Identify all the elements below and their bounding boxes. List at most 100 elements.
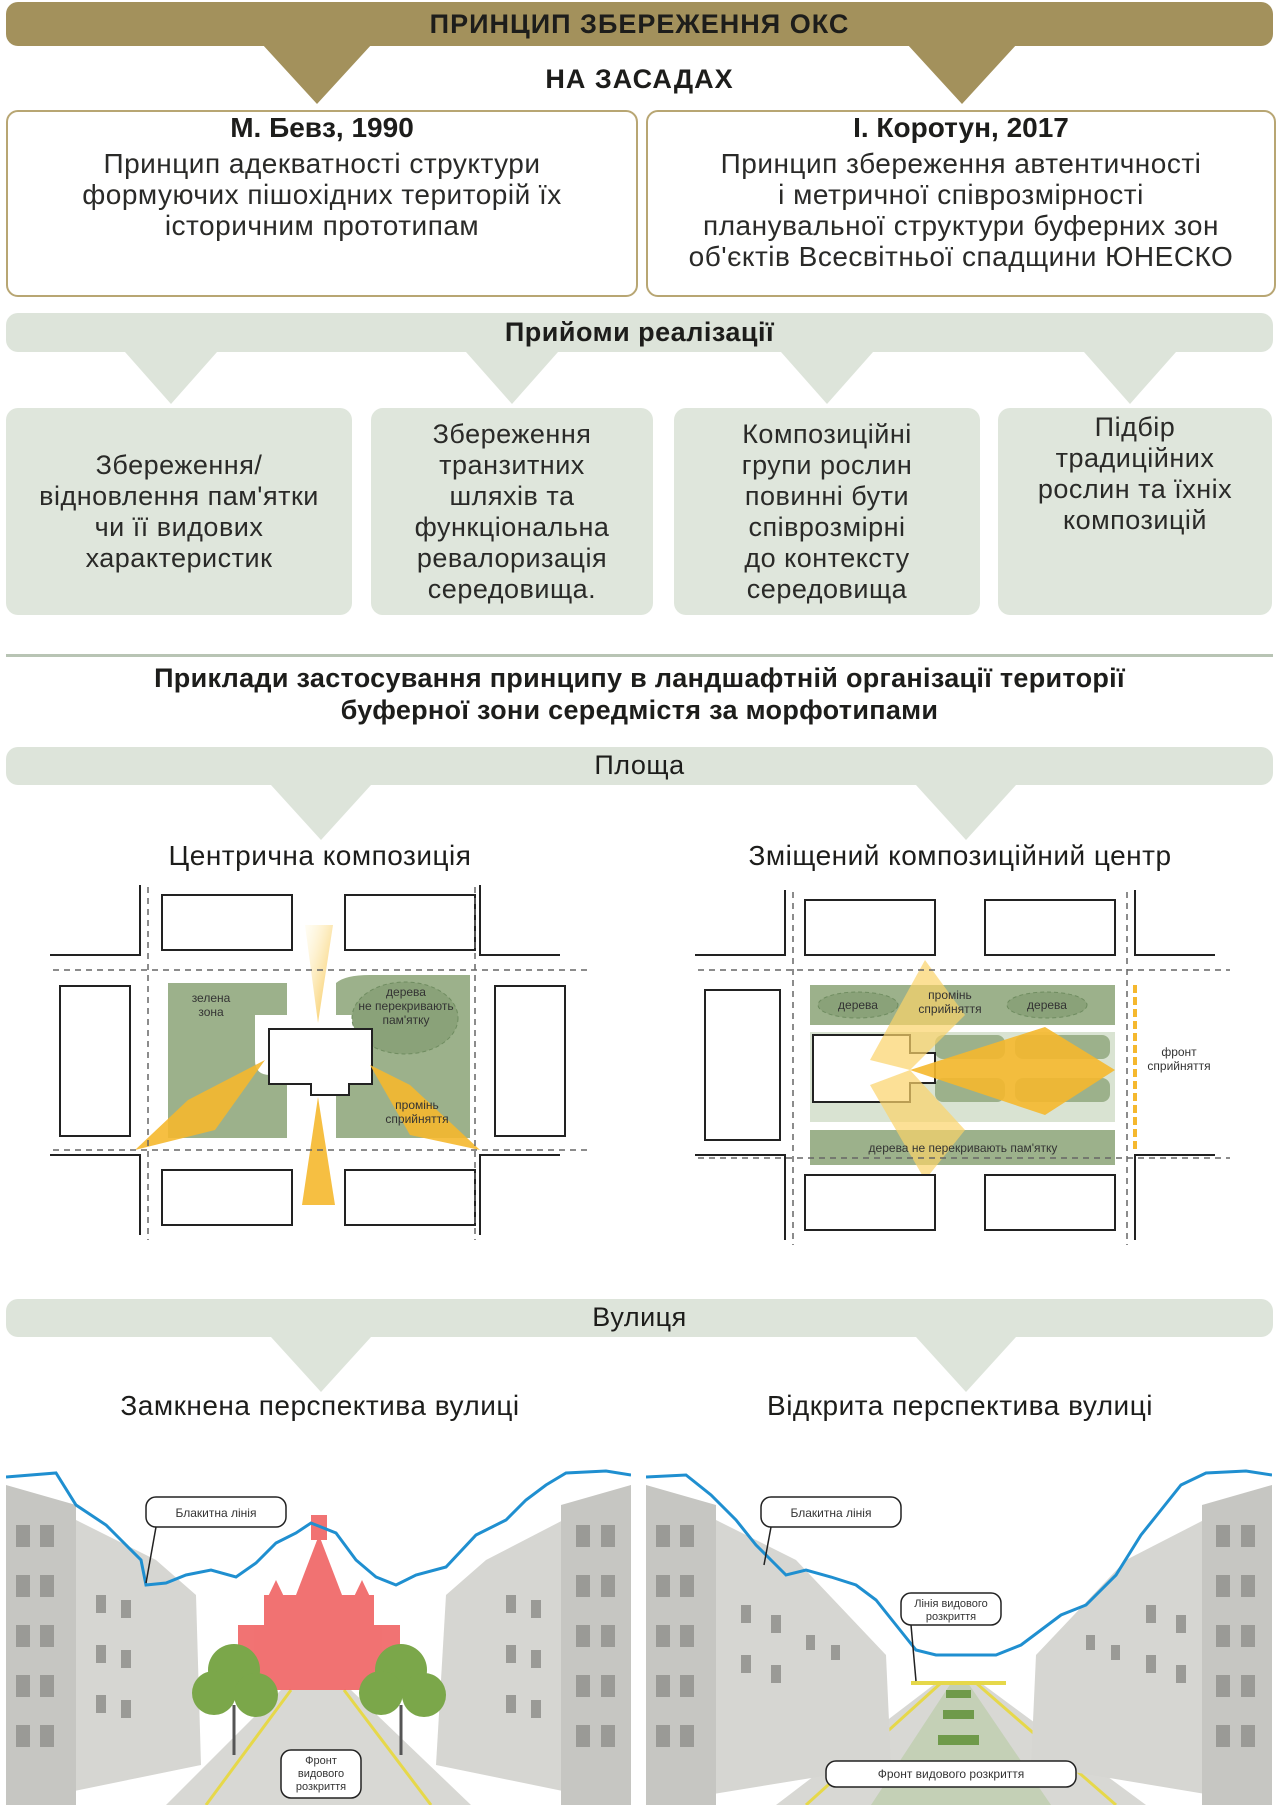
front-label: сприйняття [1147, 1059, 1210, 1073]
building [984, 1174, 1116, 1231]
method-line: середовища. [427, 573, 597, 604]
source-text-line: формуючих пішохідних територій їх [82, 179, 562, 210]
method-line: характеристик [85, 542, 273, 573]
page-title: ПРИНЦИП ЗБЕРЕЖЕННЯ ОКС [429, 9, 850, 39]
offset-title: Зміщений композиційний центр [748, 840, 1172, 871]
method-card: Композиційні групи рослин повинні бути с… [674, 408, 980, 615]
source-bevz: М. Бевз, 1990 Принцип адекватності струк… [6, 112, 638, 241]
trees-area [351, 981, 459, 1055]
examples-title-line: буферної зони середмістя за морфотипами [340, 695, 939, 725]
source-text-line: Принцип збереження автентичності [720, 148, 1202, 179]
method-line: чи її видових [94, 511, 264, 542]
ray-label: промінь [395, 1098, 439, 1112]
perception-ray [870, 960, 965, 1070]
square-label: Площа [594, 750, 685, 780]
examples-title: Приклади застосування принципу в ландшаф… [0, 662, 1279, 726]
trees-label: дерева [838, 998, 878, 1012]
method-line: традиційних [1055, 443, 1215, 473]
method-line: середовища [746, 573, 908, 604]
blue-line-label: Блакитна лінія [791, 1506, 872, 1520]
perception-ray [910, 1027, 1115, 1115]
source-korotun: І. Коротун, 2017 Принцип збереження авте… [646, 112, 1276, 272]
street-arrows [271, 1337, 1016, 1392]
method-line: повинні бути [744, 480, 910, 511]
green-band [810, 1130, 1115, 1165]
methods-arrows [125, 352, 1176, 404]
green-zone-label: зона [198, 1005, 224, 1019]
arrow-down-icon [781, 352, 873, 404]
street-bar [6, 1299, 1273, 1337]
method-line: до контексту [744, 542, 910, 573]
arrow-down-icon [1084, 352, 1176, 404]
building [984, 899, 1116, 956]
ray-label: сприйняття [385, 1112, 448, 1126]
trees-label: дерева [386, 985, 426, 999]
method-line: композицій [1062, 505, 1208, 535]
perception-ray [302, 1097, 335, 1205]
header-arrows [262, 44, 1017, 104]
header-bar [6, 2, 1273, 46]
source-author: І. Коротун, 2017 [853, 112, 1069, 143]
view-line-label: розкриття [926, 1611, 976, 1623]
source-box-bevz [6, 110, 638, 297]
trees-label: дерева [1027, 998, 1067, 1012]
source-author: М. Бевз, 1990 [230, 112, 414, 143]
building [161, 1169, 293, 1226]
front-label: видового [298, 1768, 344, 1780]
building [161, 894, 293, 951]
method-line: групи рослин [741, 449, 913, 480]
methods-bar [6, 313, 1273, 352]
source-text-line: Принцип адекватності структури [103, 148, 541, 179]
building [344, 1169, 476, 1226]
method-line: Збереження [432, 418, 592, 449]
building [344, 894, 476, 951]
methods-title: Прийоми реалізації [504, 317, 775, 347]
square-bar [6, 747, 1273, 785]
monument-icon [268, 1028, 373, 1096]
building [804, 1174, 936, 1231]
front-callout [825, 1760, 1077, 1788]
method-card: Підбір традиційних рослин та їхніх компо… [998, 408, 1272, 615]
blue-line-callout [145, 1496, 287, 1528]
perception-ray [870, 1070, 965, 1180]
centric-title: Центрична композиція [168, 840, 472, 871]
source-text-line: історичним прототипам [164, 210, 480, 241]
section-divider [6, 654, 1273, 657]
source-box-korotun [646, 110, 1276, 297]
header-subtitle: НА ЗАСАДАХ [545, 64, 734, 94]
perception-ray [135, 1060, 265, 1150]
building [494, 985, 566, 1137]
arrow-down-icon [271, 1337, 371, 1392]
method-line: Підбір [1094, 412, 1176, 442]
method-line: функціональна [414, 511, 610, 542]
trees-band-label: дерева не перекривають пам'ятку [869, 1141, 1058, 1155]
front-label: Фронт видового розкриття [878, 1767, 1025, 1781]
examples-title-line: Приклади застосування принципу в ландшаф… [154, 663, 1125, 693]
open-perspective-title: Відкрита перспектива вулиці [767, 1390, 1153, 1421]
method-line: шляхів та [449, 480, 575, 511]
arrow-down-icon [125, 352, 217, 404]
perception-ray [305, 925, 333, 1023]
method-card: Збереження/ відновлення пам'ятки чи її в… [6, 408, 352, 615]
arrow-down-icon [916, 785, 1016, 840]
arrow-down-icon [271, 785, 371, 840]
arrow-down-icon [466, 352, 558, 404]
view-line-callout [900, 1592, 1002, 1626]
front-label: Фронт [305, 1755, 337, 1767]
trees-label: не перекривають [358, 999, 453, 1013]
blue-line-callout [760, 1496, 902, 1528]
perception-ray [370, 1065, 480, 1150]
street-label: Вулиця [592, 1302, 687, 1332]
arrow-down-icon [262, 44, 372, 104]
green-zone-label: зелена [192, 991, 231, 1005]
method-line: рослин та їхніх [1037, 474, 1233, 504]
building [59, 985, 131, 1137]
